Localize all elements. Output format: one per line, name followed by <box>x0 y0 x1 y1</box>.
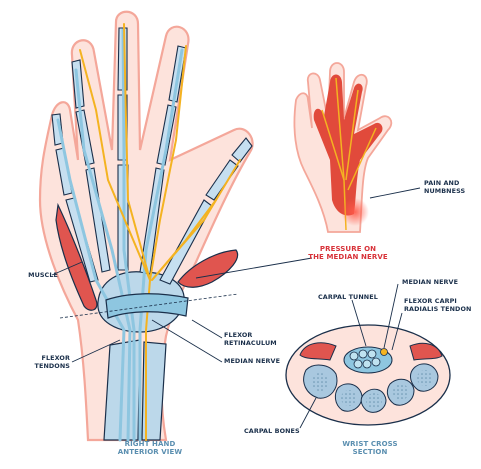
label-muscle: MUSCLE <box>10 272 58 280</box>
pain-hand-illustration <box>294 63 420 232</box>
label-carpal-tunnel: CARPAL TUNNEL <box>318 294 378 302</box>
pain-leader-line <box>370 188 420 198</box>
section-median-nerve <box>381 349 388 356</box>
label-pressure-on-median-nerve: PRESSURE ON THE MEDIAN NERVE <box>300 245 396 262</box>
caption-wrist-cross-section: WRIST CROSS SECTION <box>320 440 420 457</box>
label-pain-and-numbness: PAIN AND NUMBNESS <box>424 180 465 195</box>
caption-right-hand-anterior-view: RIGHT HAND ANTERIOR VIEW <box>100 440 200 457</box>
label-median-nerve-section: MEDIAN NERVE <box>402 279 458 287</box>
section-muscle-right <box>410 343 442 360</box>
label-carpal-bones: CARPAL BONES <box>244 428 300 436</box>
label-median-nerve-hand: MEDIAN NERVE <box>224 358 280 366</box>
hand-illustration <box>40 12 312 440</box>
pressure-glow <box>341 198 369 226</box>
label-flexor-tendons: FLEXOR TENDONS <box>14 355 70 370</box>
label-flexor-carpi-radialis-tendon: FLEXOR CARPI RADIALIS TENDON <box>404 298 471 313</box>
label-flexor-retinaculum: FLEXOR RETINACULUM <box>224 332 277 347</box>
